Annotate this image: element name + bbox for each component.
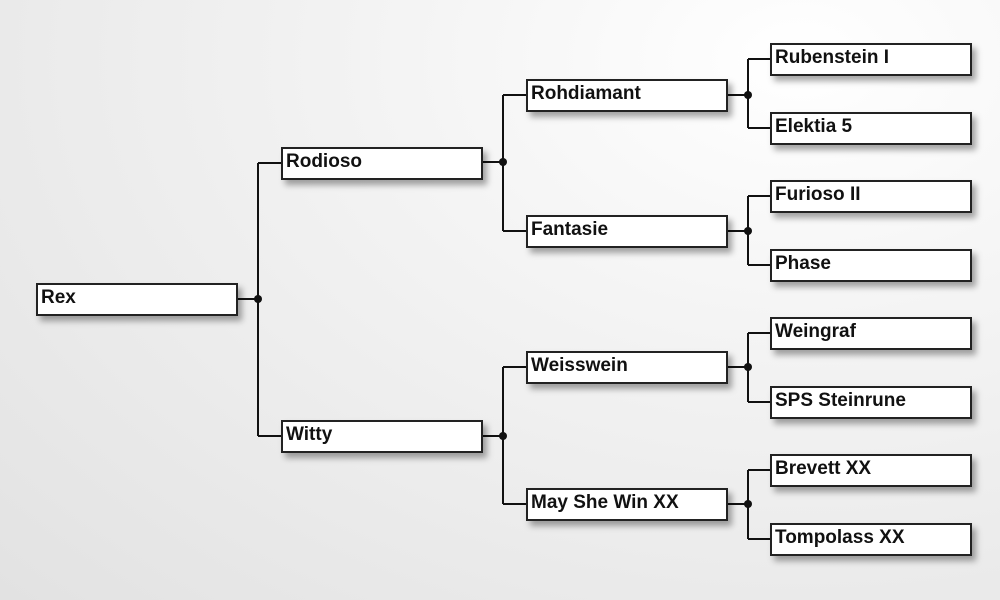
- great-grandparent-node[interactable]: Furioso II: [770, 180, 972, 213]
- paternal-grandsire-node[interactable]: Rohdiamant: [526, 79, 728, 112]
- great-grandparent-node[interactable]: Tompolass XX: [770, 523, 972, 556]
- junction-dot: [744, 227, 752, 235]
- junction-dot: [744, 91, 752, 99]
- great-grandparent-node[interactable]: Brevett XX: [770, 454, 972, 487]
- maternal-granddam-node[interactable]: May She Win XX: [526, 488, 728, 521]
- junction-dot: [254, 295, 262, 303]
- great-grandparent-node[interactable]: Phase: [770, 249, 972, 282]
- sire-node[interactable]: Rodioso: [281, 147, 483, 180]
- junction-dot: [499, 158, 507, 166]
- great-grandparent-node[interactable]: Rubenstein I: [770, 43, 972, 76]
- great-grandparent-node[interactable]: Weingraf: [770, 317, 972, 350]
- great-grandparent-node[interactable]: SPS Steinrune: [770, 386, 972, 419]
- dam-node[interactable]: Witty: [281, 420, 483, 453]
- junction-dot: [744, 500, 752, 508]
- maternal-grandsire-node[interactable]: Weisswein: [526, 351, 728, 384]
- paternal-granddam-node[interactable]: Fantasie: [526, 215, 728, 248]
- great-grandparent-node[interactable]: Elektia 5: [770, 112, 972, 145]
- subject-node[interactable]: Rex: [36, 283, 238, 316]
- junction-dot: [499, 432, 507, 440]
- junction-dot: [744, 363, 752, 371]
